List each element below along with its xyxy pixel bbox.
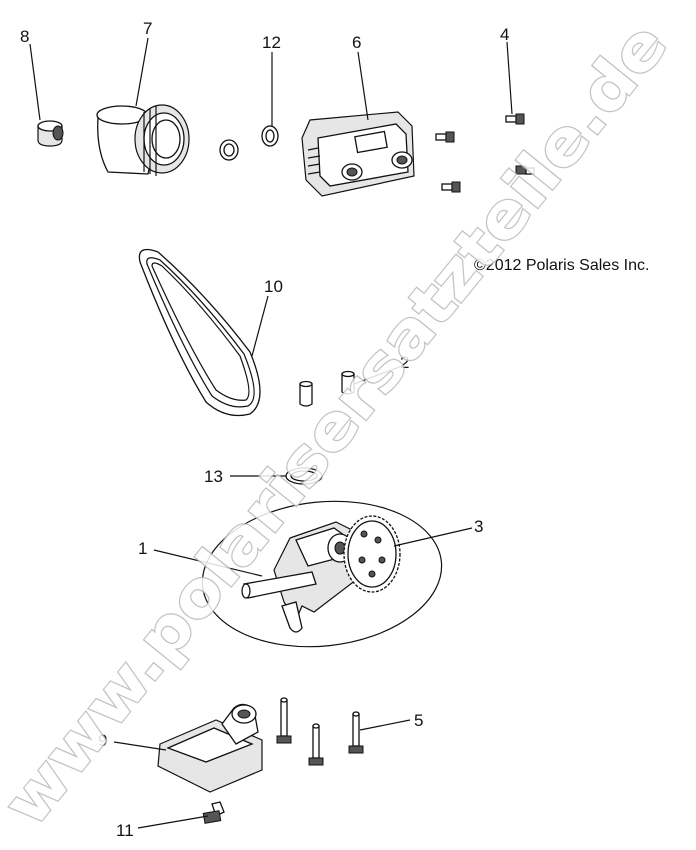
part-13-o-ring <box>285 467 323 485</box>
part-11-drain-plug <box>202 801 225 824</box>
part-2-dowel-pins <box>299 370 355 407</box>
callout-numbers: 8 7 12 6 4 10 2 13 1 3 5 9 11 <box>20 19 509 840</box>
callout-8: 8 <box>20 27 29 46</box>
part-4-screws <box>435 113 535 193</box>
part-8-sleeve <box>37 120 64 147</box>
callout-3: 3 <box>474 517 483 536</box>
part-9-oil-strainer <box>157 703 263 793</box>
callout-11: 11 <box>116 821 134 840</box>
callout-2: 2 <box>400 353 409 372</box>
callout-9: 9 <box>98 731 107 750</box>
callout-4: 4 <box>500 25 509 44</box>
assembly-outline <box>201 500 443 648</box>
part-10-belt <box>138 248 261 417</box>
part-5-bolts <box>276 697 364 766</box>
callout-12: 12 <box>262 33 281 52</box>
copyright-text: ©2012 Polaris Sales Inc. <box>474 257 649 274</box>
part-6-oil-cooler <box>301 111 415 197</box>
callout-10: 10 <box>264 277 283 296</box>
part-3-sprocket <box>343 515 401 593</box>
leader-lines <box>29 37 513 829</box>
callout-7: 7 <box>143 19 152 38</box>
callout-5: 5 <box>414 711 423 730</box>
part-12-o-rings <box>219 125 279 161</box>
part-7-oil-filter <box>96 104 190 176</box>
callout-13: 13 <box>204 467 223 486</box>
callout-6: 6 <box>352 33 361 52</box>
callout-1: 1 <box>138 539 147 558</box>
